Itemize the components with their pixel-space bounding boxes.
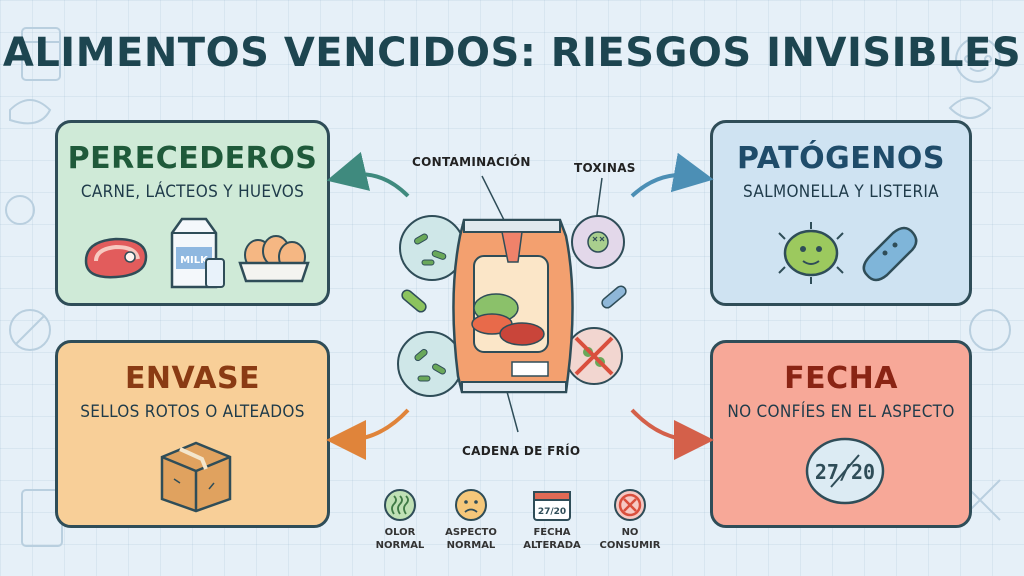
arrow-patogenos [630, 152, 714, 198]
legend-no-consumir: NO CONSUMIR [590, 488, 670, 552]
legend-fecha-alterada: 27/20 FECHA ALTERADA [512, 488, 592, 552]
crossed-microbe-circle [565, 327, 623, 385]
milk-label: MILK [180, 255, 209, 266]
arrow-envase [326, 408, 410, 460]
label-cadena-de-frio: CADENA DE FRÍO [462, 444, 581, 458]
bacteria-blue-icon [862, 226, 918, 282]
card-patogenos-subtitle: SALMONELLA Y LISTERIA [743, 182, 939, 202]
milk-icon: MILK [170, 217, 225, 289]
sad-face-icon [455, 489, 487, 521]
expiry-date-stamp: 27/20 [805, 437, 885, 505]
page-title: ALIMENTOS VENCIDOS: RIESGOS INVISIBLES [2, 30, 1022, 76]
card-envase: ENVASE SELLOS ROTOS O ALTEADOS [55, 340, 330, 528]
legend-olor-normal: OLOR NORMAL [360, 488, 440, 552]
meat-icon [84, 237, 148, 279]
food-bag [452, 218, 574, 394]
card-perecederos: PERECEDEROS CARNE, LÁCTEOS Y HUEVOS MILK [55, 120, 330, 306]
microbe-rod-right [601, 285, 627, 309]
leader-toxinas [595, 177, 603, 223]
legend-aspecto-normal: ASPECTO NORMAL [431, 488, 511, 552]
legend-no-line1: NO [621, 527, 639, 538]
legend-aspecto-line1: ASPECTO [445, 527, 497, 538]
odor-icon [384, 489, 416, 521]
card-fecha: FECHA NO CONFÍES EN EL ASPECTO 27/20 [710, 340, 972, 528]
calendar-icon: 27/20 [533, 491, 571, 521]
bacteria-green-icon [778, 222, 844, 284]
card-envase-subtitle: SELLOS ROTOS O ALTEADOS [80, 402, 305, 422]
legend-aspecto-line2: NORMAL [446, 540, 496, 551]
arrow-fecha [630, 408, 714, 460]
legend-fecha-line2: ALTERADA [523, 540, 581, 551]
card-patogenos-title: PATÓGENOS [737, 141, 945, 176]
microbe-circle-left-bottom [397, 331, 463, 397]
arrow-perecederos [326, 151, 410, 198]
legend-calendar-date: 27/20 [538, 507, 566, 517]
eggs-icon [238, 235, 310, 283]
broken-box-icon [160, 441, 232, 513]
legend-olor-line1: OLOR [384, 527, 416, 538]
card-perecederos-subtitle: CARNE, LÁCTEOS Y HUEVOS [80, 182, 305, 202]
card-fecha-subtitle: NO CONFÍES EN EL ASPECTO [727, 402, 955, 422]
card-patogenos: PATÓGENOS SALMONELLA Y LISTERIA [710, 120, 972, 306]
prohibited-icon [614, 489, 646, 521]
card-envase-title: ENVASE [124, 361, 261, 396]
microbe-rod-left [401, 289, 427, 313]
legend-no-line2: CONSUMIR [599, 540, 661, 551]
label-contaminacion: CONTAMINACIÓN [412, 155, 531, 169]
card-perecederos-title: PERECEDEROS [67, 141, 318, 176]
microbe-circle-left-top [399, 215, 465, 281]
card-fecha-title: FECHA [784, 361, 898, 396]
legend-olor-line2: NORMAL [375, 540, 425, 551]
toxin-circle [571, 215, 625, 269]
leader-cadena [505, 387, 519, 433]
food-package-illustration [397, 215, 627, 397]
legend-fecha-line1: FECHA [533, 527, 571, 538]
label-toxinas: TOXINAS [574, 161, 636, 175]
